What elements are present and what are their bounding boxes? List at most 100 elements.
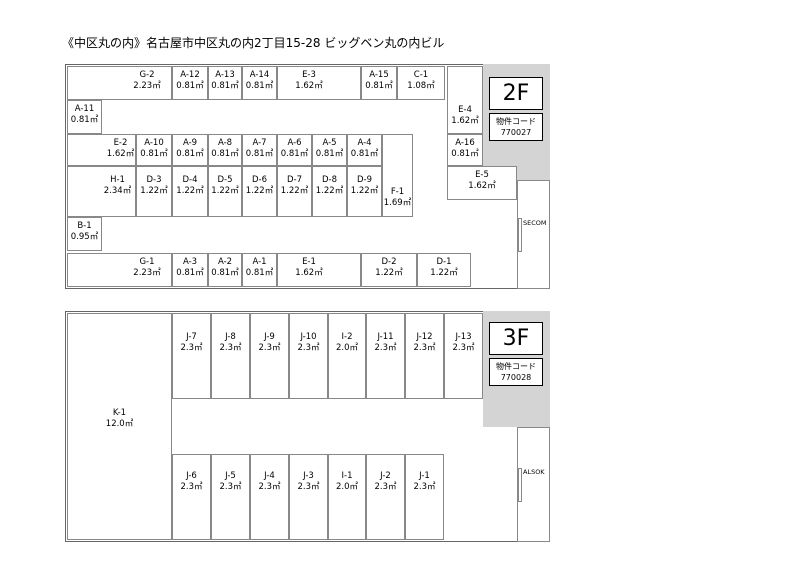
unit-id: A-2	[217, 257, 233, 267]
unit-id: A-15	[369, 70, 389, 80]
unit-area: 2.3㎡	[413, 482, 436, 492]
unit-id: E-2	[113, 138, 128, 148]
unit-id: G-1	[139, 257, 155, 267]
unit-id: A-9	[182, 138, 198, 148]
unit-id: A-14	[249, 70, 270, 80]
floor-2-code-label: 物件コード	[496, 117, 536, 126]
unit-id: A-3	[182, 257, 198, 267]
unit-area: 2.3㎡	[258, 482, 281, 492]
unit-id: A-13	[215, 70, 235, 80]
floor-3-label: 3F	[489, 322, 543, 355]
unit-area: 0.81㎡	[70, 115, 99, 125]
unit-area: 1.22㎡	[375, 268, 403, 278]
unit-id: J-3	[303, 471, 314, 481]
unit-id: A-16	[455, 138, 475, 148]
unit-area: 2.3㎡	[297, 482, 320, 492]
floor-2-side-label: SECOM	[523, 219, 547, 227]
unit-id: H-1	[110, 175, 125, 185]
unit-id: I-1	[341, 471, 353, 481]
unit-id: A-12	[180, 70, 200, 80]
floor-3-alsok-panel	[518, 468, 522, 502]
page-title: 《中区丸の内》名古屋市中区丸の内2丁目15-28 ビッグベン丸の内ビル	[62, 36, 445, 50]
unit-id: G-2	[139, 70, 155, 80]
unit-id: J-5	[225, 471, 236, 481]
unit-id: D-2	[381, 257, 397, 267]
unit-area: 0.81㎡	[245, 149, 274, 159]
floor-3-code: 770028	[500, 373, 532, 382]
unit-area: 1.22㎡	[315, 186, 344, 196]
unit-area: 0.81㎡	[350, 149, 379, 159]
unit-area: 0.81㎡	[211, 81, 239, 91]
unit-id: F-1	[390, 187, 405, 197]
unit-area: 1.62㎡	[451, 116, 479, 126]
unit-area: 2.3㎡	[180, 482, 203, 492]
unit-area: 0.81㎡	[245, 268, 274, 278]
unit-area: 2.3㎡	[219, 343, 242, 353]
unit-area: 0.81㎡	[176, 149, 204, 159]
unit-area: 2.23㎡	[133, 81, 161, 91]
unit-id: C-1	[413, 70, 429, 80]
unit-id: K-1	[112, 408, 127, 418]
unit-area: 2.34㎡	[103, 186, 132, 196]
unit-area: 0.81㎡	[280, 149, 309, 159]
unit-id: D-1	[436, 257, 452, 267]
unit-id: A-11	[74, 104, 95, 114]
unit-id: A-6	[287, 138, 302, 148]
floor-3-side-label: ALSOK	[523, 468, 545, 476]
unit-area: 1.22㎡	[350, 186, 379, 196]
unit-area: 0.81㎡	[365, 81, 393, 91]
